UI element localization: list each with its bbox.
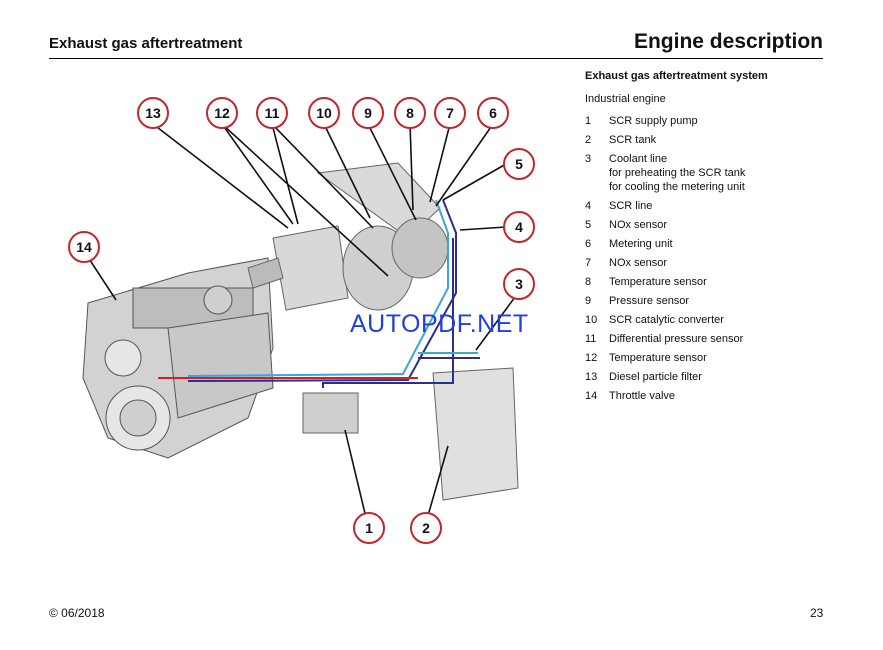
legend-item-label: NOx sensor xyxy=(609,257,668,269)
legend-item-number: 8 xyxy=(585,276,592,288)
callout-5: 5 xyxy=(503,148,535,180)
callout-13: 13 xyxy=(137,97,169,129)
legend-subtitle: Industrial engine xyxy=(585,93,666,105)
legend-item-label: SCR supply pump xyxy=(609,115,698,127)
section-title: Exhaust gas aftertreatment xyxy=(49,35,243,52)
engine-illustration xyxy=(82,257,274,459)
dpf-scr-assembly xyxy=(247,162,449,311)
copyright-date: © 06/2018 xyxy=(49,606,105,620)
legend-item-label: SCR catalytic converter xyxy=(609,314,724,326)
legend-item-number: 11 xyxy=(585,333,597,345)
legend-item: 6 Metering unit xyxy=(585,237,830,251)
legend-item: 11 Differential pressure sensor xyxy=(585,332,830,346)
svg-text:8: 8 xyxy=(406,105,414,121)
legend-list: 1 SCR supply pump 2 SCR tank 3 Coolant line f… xyxy=(585,114,830,403)
svg-text:4: 4 xyxy=(515,219,523,235)
header-divider xyxy=(49,58,823,59)
chapter-title: Engine description xyxy=(633,30,823,53)
legend-panel: Exhaust gas aftertreatment system Indust… xyxy=(585,70,830,408)
legend-item-label: Coolant line for preheating the SCR tank… xyxy=(609,153,746,193)
callout-14: 14 xyxy=(68,231,100,263)
svg-text:11: 11 xyxy=(265,105,280,121)
fluid-lines xyxy=(158,199,480,388)
svg-text:2: 2 xyxy=(422,520,430,536)
callout-12: 12 xyxy=(206,97,238,129)
legend-item-label: SCR line xyxy=(609,200,653,212)
legend-item-label: Diesel particle filter xyxy=(609,371,702,383)
callout-11: 11 xyxy=(256,97,288,129)
callout-2: 2 xyxy=(410,512,442,544)
aftertreatment-diagram: 13 12 11 10 9 8 7 6 5 4 3 14 xyxy=(68,97,535,544)
svg-text:9: 9 xyxy=(364,105,372,121)
page-number: 23 xyxy=(810,606,824,620)
legend-item-number: 6 xyxy=(585,238,592,250)
legend-item-label: NOx sensor xyxy=(609,219,668,231)
legend-item: 9 Pressure sensor xyxy=(585,294,830,308)
legend-title: Exhaust gas aftertreatment system xyxy=(585,70,768,82)
legend-item-number: 14 xyxy=(585,390,598,402)
callout-9: 9 xyxy=(352,97,384,129)
svg-text:7: 7 xyxy=(446,105,454,121)
svg-text:6: 6 xyxy=(489,105,497,121)
callout-7: 7 xyxy=(434,97,466,129)
legend-item-number: 5 xyxy=(585,219,592,231)
tank-and-pump xyxy=(302,367,519,501)
legend-item-number: 7 xyxy=(585,257,592,269)
callout-8: 8 xyxy=(394,97,426,129)
legend-item-label: Temperature sensor xyxy=(609,276,707,288)
legend-item-label: Temperature sensor xyxy=(609,352,707,364)
legend-item-label: Differential pressure sensor xyxy=(609,333,744,345)
legend-item-number: 10 xyxy=(585,314,598,326)
legend-item: 12 Temperature sensor xyxy=(585,351,830,365)
legend-item: 5 NOx sensor xyxy=(585,218,830,232)
legend-item: 1 SCR supply pump xyxy=(585,114,830,128)
legend-item-label: Metering unit xyxy=(609,238,673,250)
legend-item: 3 Coolant line for preheating the SCR tan… xyxy=(585,152,830,194)
watermark-text: AUTOPDF.NET xyxy=(350,310,529,338)
legend-item-label: SCR tank xyxy=(609,134,657,146)
callout-3: 3 xyxy=(503,268,535,300)
legend-item: 14 Throttle valve xyxy=(585,389,830,403)
legend-item-label: Throttle valve xyxy=(609,390,676,402)
legend-item-number: 13 xyxy=(585,371,598,383)
legend-item: 13 Diesel particle filter xyxy=(585,370,830,384)
svg-text:12: 12 xyxy=(214,105,230,121)
svg-text:3: 3 xyxy=(515,276,523,292)
legend-item-number: 9 xyxy=(585,295,592,307)
callout-6: 6 xyxy=(477,97,509,129)
svg-text:13: 13 xyxy=(145,105,161,121)
svg-text:14: 14 xyxy=(76,239,92,255)
legend-item-label: Pressure sensor xyxy=(609,295,690,307)
leader-lines xyxy=(81,123,519,527)
callout-10: 10 xyxy=(308,97,340,129)
legend-item: 8 Temperature sensor xyxy=(585,275,830,289)
legend-item: 10 SCR catalytic converter xyxy=(585,313,830,327)
legend-item: 7 NOx sensor xyxy=(585,256,830,270)
svg-text:5: 5 xyxy=(515,156,523,172)
legend-item-number: 12 xyxy=(585,352,598,364)
legend-item: 2 SCR tank xyxy=(585,133,830,147)
callout-1: 1 xyxy=(353,512,385,544)
svg-text:1: 1 xyxy=(365,520,373,536)
legend-item-number: 3 xyxy=(585,153,592,165)
svg-text:10: 10 xyxy=(316,105,332,121)
legend-item: 4 SCR line xyxy=(585,199,830,213)
legend-item-number: 4 xyxy=(585,200,592,212)
legend-item-number: 1 xyxy=(585,115,592,127)
callout-4: 4 xyxy=(503,211,535,243)
legend-item-number: 2 xyxy=(585,134,592,146)
